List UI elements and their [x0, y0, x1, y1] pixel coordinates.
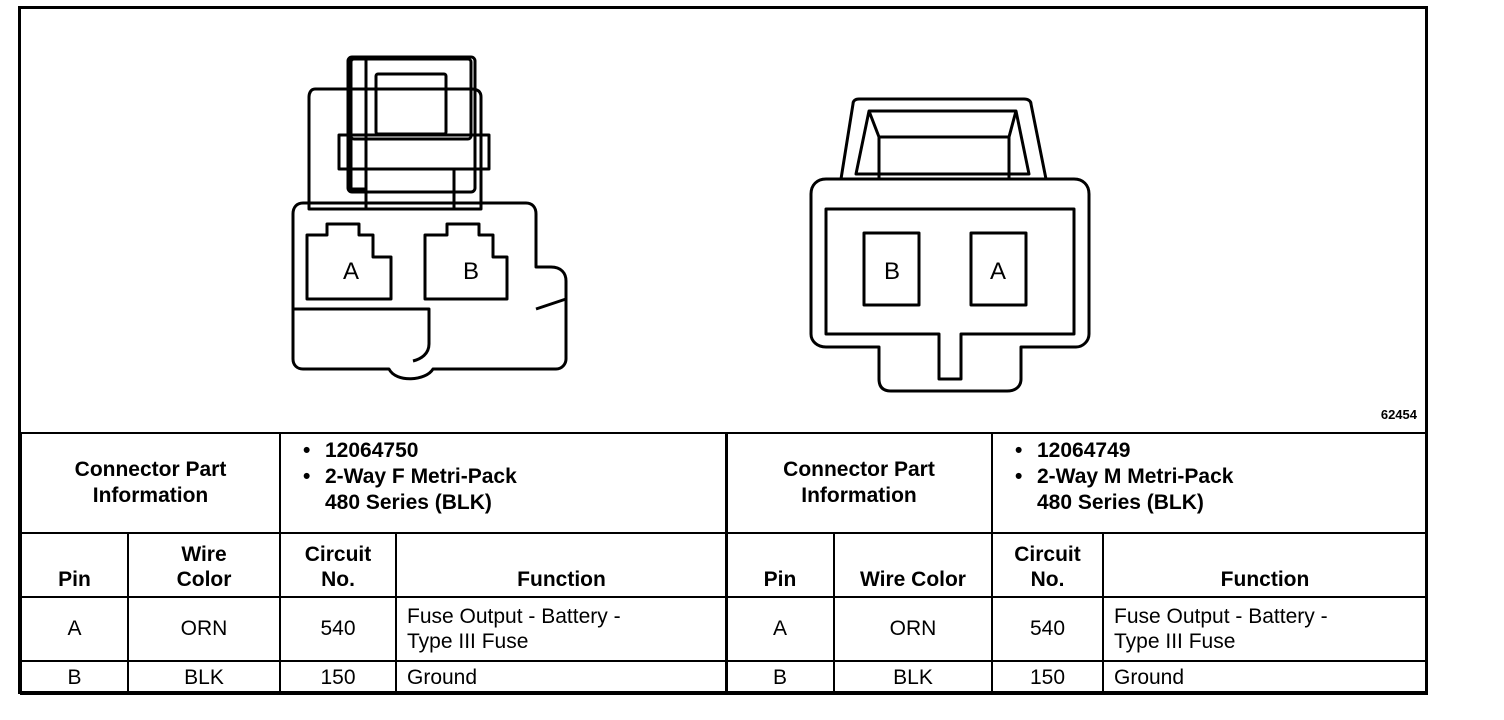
part-series: 480 Series (BLK)	[325, 491, 492, 514]
female-cavity-label: B	[463, 258, 479, 285]
column-header-circuit: Circuit No.	[991, 532, 1104, 598]
function-cell: Fuse Output - Battery - Type III Fuse	[395, 596, 728, 662]
wire-color-cell: BLK	[127, 660, 281, 695]
wire-color-cell: ORN	[127, 596, 281, 662]
pin-cell: A	[20, 596, 129, 662]
table-row: A ORN 540 Fuse Output - Battery - Type I…	[20, 596, 728, 662]
female-connector-drawing	[291, 55, 568, 381]
table-row: B BLK 150 Ground	[20, 660, 728, 695]
wire-color-cell: ORN	[833, 596, 993, 662]
column-header-function: Function	[395, 532, 728, 598]
pin-cell: B	[725, 660, 835, 695]
pin-cell: A	[725, 596, 835, 662]
circuit-cell: 540	[279, 596, 397, 662]
function-cell: Ground	[395, 660, 728, 695]
part-info: •12064749 •2-Way M Metri-Pack 480 Series…	[990, 432, 1429, 534]
male-connector-drawing	[809, 97, 1091, 393]
part-number: •12064750	[303, 439, 419, 462]
column-header-wire-color: Wire Color	[127, 532, 281, 598]
connector-tables: Connector Part Information •12064750 •2-…	[20, 432, 1429, 695]
function-cell: Ground	[1101, 660, 1429, 695]
part-info-label: Connector Part Information	[20, 432, 281, 534]
part-info: •12064750 •2-Way F Metri-Pack 480 Series…	[279, 432, 728, 534]
function-cell: Fuse Output - Battery - Type III Fuse	[1101, 596, 1429, 662]
circuit-cell: 150	[279, 660, 397, 695]
part-info-row: Connector Part Information •12064750 •2-…	[20, 432, 728, 534]
part-series: 480 Series (BLK)	[1037, 491, 1204, 514]
part-number: •12064749	[1015, 439, 1131, 462]
part-description: •2-Way M Metri-Pack	[1015, 465, 1234, 488]
part-info-row: Connector Part Information •12064749 •2-…	[725, 432, 1429, 534]
part-description: •2-Way F Metri-Pack	[303, 465, 517, 488]
table-row: B BLK 150 Ground	[725, 660, 1429, 695]
table-row: A ORN 540 Fuse Output - Battery - Type I…	[725, 596, 1429, 662]
circuit-cell: 540	[991, 596, 1104, 662]
column-header-row: Pin Wire Color Circuit No. Function	[20, 532, 728, 598]
column-header-row: Pin Wire Color Circuit No. Function	[725, 532, 1429, 598]
connector-drawing: A B B A	[291, 55, 1091, 393]
part-info-label: Connector Part Information	[725, 432, 993, 534]
wire-color-cell: BLK	[833, 660, 993, 695]
pin-cell: B	[20, 660, 129, 695]
column-header-pin: Pin	[725, 532, 835, 598]
column-header-function: Function	[1101, 532, 1429, 598]
male-cavity-label: B	[884, 258, 900, 285]
column-header-wire-color: Wire Color	[833, 532, 993, 598]
connector-sheet: A B B A 62454 Connector Part Information…	[18, 6, 1429, 695]
male-cavity-label: A	[990, 258, 1006, 285]
column-header-circuit: Circuit No.	[279, 532, 397, 598]
figure-id: 62454	[1380, 407, 1417, 422]
female-cavity-label: A	[343, 258, 359, 285]
male-connector-table: Connector Part Information •12064749 •2-…	[725, 432, 1429, 695]
circuit-cell: 150	[991, 660, 1104, 695]
female-connector-table: Connector Part Information •12064750 •2-…	[20, 432, 728, 695]
column-header-pin: Pin	[20, 532, 129, 598]
